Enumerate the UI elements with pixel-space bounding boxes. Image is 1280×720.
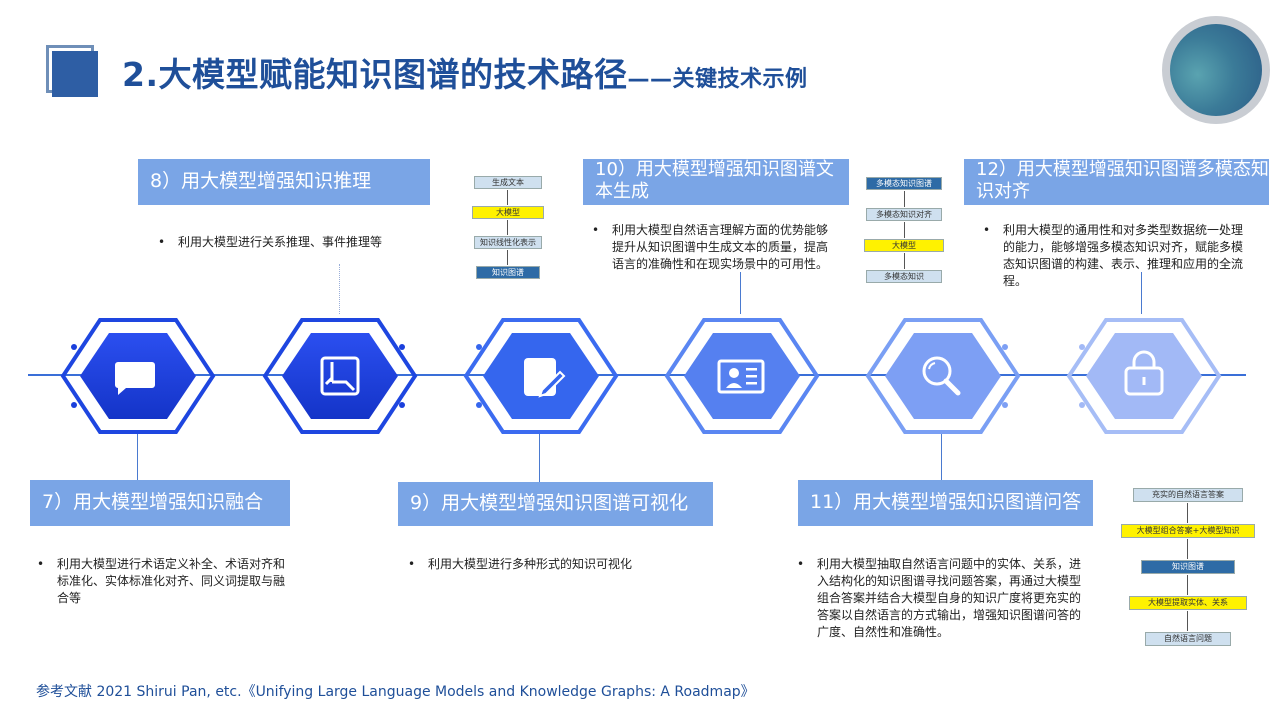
step-box-12: 12）用大模型增强知识图谱多模态知识对齐	[964, 159, 1269, 205]
corner-circle-gradient	[1170, 24, 1262, 116]
step-title-12: 12）用大模型增强知识图谱多模态知识对齐	[976, 159, 1269, 202]
bullet-text-8: 利用大模型进行关系推理、事件推理等	[178, 235, 383, 249]
step-box-11: 11）用大模型增强知识图谱问答	[798, 480, 1093, 526]
id-card-icon	[717, 359, 765, 394]
mini-node: 知识图谱	[1141, 560, 1235, 574]
hexagon-row	[60, 318, 1222, 434]
mini-arrow	[507, 250, 508, 265]
timeline-line	[28, 374, 1246, 376]
step-box-9: 9）用大模型增强知识图谱可视化	[398, 482, 713, 526]
mini-node: 多模态知识图谱	[866, 177, 942, 190]
mini-arrow	[1187, 539, 1188, 559]
connector-11	[941, 434, 942, 482]
mini-node: 知识图谱	[476, 266, 540, 279]
hexagon-10	[664, 318, 820, 434]
hexagon-11	[865, 318, 1021, 434]
step-title-9: 9）用大模型增强知识图谱可视化	[410, 492, 689, 514]
bullet-dot: •	[797, 557, 805, 571]
bullet-9: • 利用大模型进行多种形式的知识可视化	[408, 556, 708, 573]
mini-node: 知识线性化表示	[474, 236, 542, 249]
step-box-10: 10）用大模型增强知识图谱文本生成	[583, 159, 849, 205]
bullet-8: • 利用大模型进行关系推理、事件推理等	[158, 234, 438, 251]
bullet-dot: •	[408, 557, 416, 571]
bullet-11: • 利用大模型抽取自然语言问题中的实体、关系，进入结构化的知识图谱寻找问题答案，…	[797, 556, 1089, 641]
mini-diagram-multimodal: 多模态知识图谱 多模态知识对齐 大模型 多模态知识	[864, 175, 944, 287]
bullet-dot: •	[37, 557, 45, 571]
connector-12	[1141, 272, 1142, 314]
bullet-dot: •	[983, 223, 991, 237]
mini-node: 大模型	[864, 239, 944, 252]
page-title: 2.大模型赋能知识图谱的技术路径——关键技术示例	[122, 48, 808, 96]
lock-icon	[1124, 350, 1164, 396]
step-title-11: 11）用大模型增强知识图谱问答	[810, 491, 1082, 513]
step-title-8: 8）用大模型增强知识推理	[150, 170, 372, 192]
mini-node: 生成文本	[474, 176, 542, 189]
connector-10	[740, 272, 741, 314]
hexagon-12	[1066, 318, 1222, 434]
mini-node: 多模态知识	[866, 270, 942, 283]
bullet-dot: •	[592, 223, 600, 237]
bullet-text-11: 利用大模型抽取自然语言问题中的实体、关系，进入结构化的知识图谱寻找问题答案，再通…	[817, 557, 1082, 639]
step-title-7: 7）用大模型增强知识融合	[42, 491, 264, 513]
mini-node: 大模型提取实体、关系	[1129, 596, 1247, 610]
page-subtitle: ——关键技术示例	[627, 67, 808, 92]
connector-7	[137, 432, 138, 480]
bullet-10: • 利用大模型自然语言理解方面的优势能够提升从知识图谱中生成文本的质量，提高语言…	[592, 222, 832, 273]
step-box-8: 8）用大模型增强知识推理	[138, 159, 430, 205]
logo-square-fill	[52, 51, 98, 97]
step-title-10: 10）用大模型增强知识图谱文本生成	[595, 159, 834, 202]
mini-diagram-qa: 充实的自然语言答案 大模型组合答案+大模型知识 知识图谱 大模型提取实体、关系 …	[1121, 486, 1255, 648]
mini-arrow	[507, 190, 508, 205]
bullet-text-12: 利用大模型的通用性和对多类型数据统一处理的能力，能够增强多模态知识对齐，赋能多模…	[1003, 223, 1244, 288]
chat-bubble-icon	[115, 362, 155, 395]
edit-note-icon	[524, 358, 566, 398]
bullet-7: • 利用大模型进行术语定义补全、术语对齐和标准化、实体标准化对齐、同义词提取与融…	[37, 556, 292, 607]
mini-arrow	[904, 191, 905, 207]
bullet-text-7: 利用大模型进行术语定义补全、术语对齐和标准化、实体标准化对齐、同义词提取与融合等	[57, 557, 286, 605]
mini-arrow	[1187, 575, 1188, 595]
mini-arrow	[507, 220, 508, 235]
mini-arrow	[904, 253, 905, 269]
mini-node: 自然语言问题	[1145, 632, 1231, 646]
flowchart-icon	[320, 356, 360, 396]
hexagon-8	[262, 318, 418, 434]
mini-arrow	[904, 222, 905, 238]
bullet-text-10: 利用大模型自然语言理解方面的优势能够提升从知识图谱中生成文本的质量，提高语言的准…	[612, 223, 829, 271]
connector-9	[539, 434, 540, 482]
mini-node: 多模态知识对齐	[866, 208, 942, 221]
mini-node: 充实的自然语言答案	[1133, 488, 1243, 502]
bullet-dot: •	[158, 235, 166, 249]
step-box-7: 7）用大模型增强知识融合	[30, 480, 290, 526]
magnifier-icon	[922, 356, 961, 396]
mini-node: 大模型	[472, 206, 544, 219]
mini-node: 大模型组合答案+大模型知识	[1121, 524, 1255, 538]
mini-arrow	[1187, 611, 1188, 631]
bullet-12: • 利用大模型的通用性和对多类型数据统一处理的能力，能够增强多模态知识对齐，赋能…	[983, 222, 1245, 290]
bullet-text-9: 利用大模型进行多种形式的知识可视化	[428, 557, 633, 571]
page-title-main: 2.大模型赋能知识图谱的技术路径	[122, 55, 628, 94]
mini-diagram-text-generation: 生成文本 大模型 知识线性化表示 知识图谱	[472, 174, 544, 282]
connector-8	[339, 264, 340, 314]
reference-citation: 参考文献 2021 Shirui Pan, etc.《Unifying Larg…	[36, 684, 755, 700]
mini-arrow	[1187, 503, 1188, 523]
